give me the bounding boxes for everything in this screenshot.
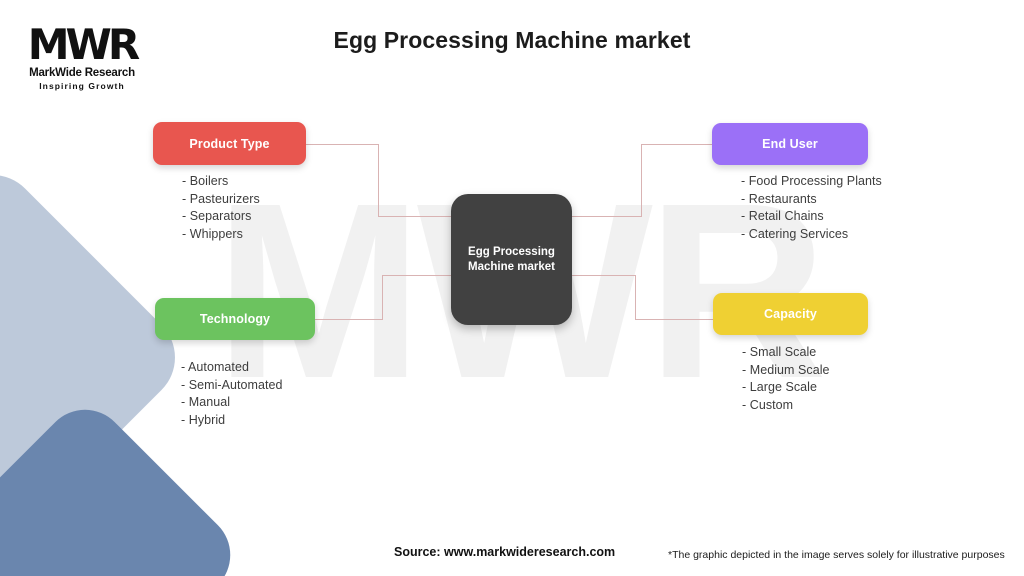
list-item: - Food Processing Plants — [741, 174, 882, 188]
branch-label-product-type: Product Type — [189, 136, 270, 151]
branch-items-capacity: - Small Scale - Medium Scale - Large Sca… — [742, 344, 830, 414]
brand-logo: MWR MarkWide Research Inspiring Growth — [22, 24, 142, 92]
page-title: Egg Processing Machine market — [333, 27, 691, 53]
list-item: - Automated — [181, 360, 249, 374]
branch-node-capacity[interactable]: Capacity — [713, 293, 868, 335]
list-item: - Hybrid — [181, 412, 226, 427]
list-item: - Pasteurizers — [182, 191, 260, 206]
disclaimer-text: *The graphic depicted in the image serve… — [668, 549, 1005, 561]
connector-technology-vertical — [382, 275, 383, 320]
list-item: - Restaurants — [741, 191, 817, 206]
connector-capacity-vertical — [635, 275, 636, 320]
logo-mark-icon: MWR — [27, 20, 140, 69]
branch-label-technology: Technology — [199, 312, 271, 326]
brand-name: MarkWide Research — [29, 67, 135, 79]
branch-node-product-type[interactable]: Product Type — [153, 122, 306, 165]
branch-node-end-user[interactable]: End User — [712, 123, 868, 165]
list-item: - Boilers — [182, 174, 229, 188]
list-item: - Retail Chains — [741, 209, 824, 223]
branch-label-capacity: Capacity — [764, 307, 817, 321]
connector-end-user-vertical — [641, 144, 642, 217]
branch-items-product-type: - Boilers - Pasteurizers - Separators - … — [182, 173, 260, 243]
connector-product-type-horizontal-inner — [378, 216, 458, 217]
connector-capacity-horizontal-inner — [566, 275, 636, 276]
list-item: - Whippers — [182, 226, 243, 241]
list-item: - Semi-Automated — [181, 377, 283, 392]
branch-label-end-user: End User — [762, 137, 818, 151]
list-item: - Small Scale — [742, 345, 817, 359]
list-item: - Catering Services — [741, 226, 849, 241]
list-item: - Large Scale — [742, 380, 817, 394]
list-item: - Manual — [181, 395, 231, 409]
connector-capacity-horizontal-outer — [635, 319, 713, 320]
connector-product-type-horizontal-outer — [306, 144, 378, 145]
list-item: - Medium Scale — [742, 362, 830, 377]
source-text: Source: www.markwideresearch.com — [394, 545, 616, 559]
list-item: - Separators — [182, 209, 252, 223]
branch-node-technology[interactable]: Technology — [155, 298, 315, 340]
connector-technology-horizontal-outer — [315, 319, 382, 320]
connector-end-user-horizontal-outer — [641, 144, 713, 145]
branch-items-technology: - Automated - Semi-Automated - Manual - … — [181, 359, 283, 429]
brand-tagline: Inspiring Growth — [39, 81, 125, 91]
branch-items-end-user: - Food Processing Plants - Restaurants -… — [741, 173, 882, 243]
connector-end-user-horizontal-inner — [566, 216, 642, 217]
connector-product-type-vertical — [378, 144, 379, 216]
connector-technology-horizontal-inner — [382, 275, 462, 276]
list-item: - Custom — [742, 397, 794, 412]
